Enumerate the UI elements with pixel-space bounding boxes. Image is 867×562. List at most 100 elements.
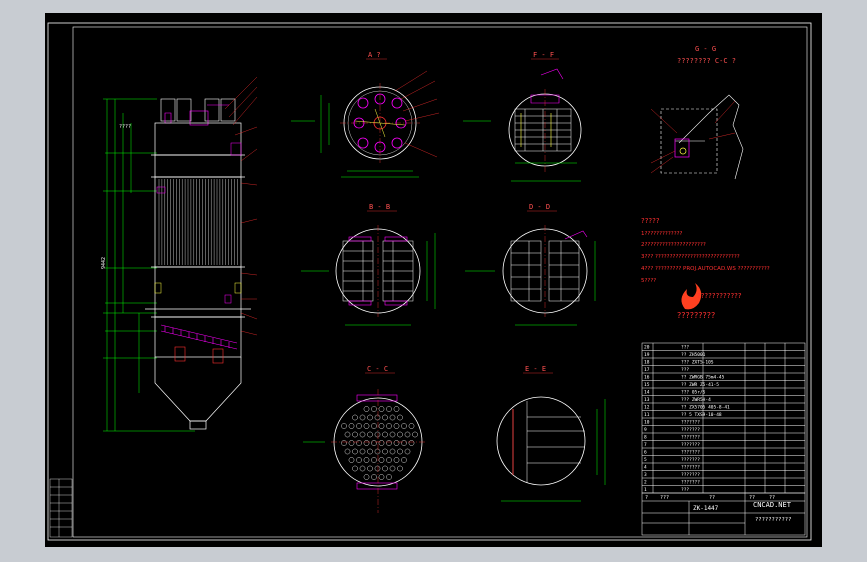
g-view-outline: [660, 94, 744, 180]
tube-hole: [386, 474, 392, 480]
title-block: [641, 492, 806, 536]
bom-row-name: ???????: [681, 472, 700, 478]
bom-row-name: ???????: [681, 420, 700, 426]
tube-hole: [356, 440, 362, 446]
tube-hole: [408, 440, 415, 446]
elevation-dimension-lines: [103, 98, 195, 432]
bom-row-number: 5: [644, 457, 647, 463]
section-f-view: F - F: [463, 51, 582, 182]
bom-row-name: ???????: [681, 457, 700, 463]
a-view-dims: [291, 95, 419, 178]
tube-hole: [352, 465, 358, 472]
tube-hole: [386, 440, 392, 446]
tube-hole: [389, 414, 396, 421]
tube-hole: [397, 465, 403, 472]
left-dimension-marks: ????: [119, 124, 131, 130]
bom-row-number: 20: [644, 345, 650, 351]
bom-row-number: 1: [644, 487, 647, 493]
tube-hole: [389, 431, 396, 438]
bom-row-number: 17: [644, 367, 650, 373]
f-view-grid: [514, 108, 572, 152]
company-name: CNCAD.NET: [753, 501, 792, 509]
flame-logo-icon: [681, 283, 702, 310]
bom-row-name: ??? ZWR5H-4: [681, 397, 711, 403]
tube-hole: [374, 414, 381, 421]
tube-hole: [363, 474, 370, 480]
bom-row-number: 18: [644, 360, 650, 366]
tube-hole: [389, 465, 396, 472]
section-b-view: B - B: [301, 203, 436, 326]
tube-hole: [401, 457, 407, 463]
view-g-title: G - G: [695, 45, 716, 53]
cad-drawing-canvas: 9442 ????: [47, 22, 812, 541]
tube-hole: [408, 423, 415, 429]
c-view-tube-sheet-holes: [341, 406, 418, 480]
bom-row-name: ???????: [681, 427, 700, 433]
tube-hole: [386, 406, 392, 412]
bom-row-name: ???????: [681, 465, 700, 471]
tube-hole: [348, 440, 355, 446]
header-no: ?: [645, 495, 648, 501]
tube-hole: [371, 423, 377, 429]
f-view-dims: [463, 120, 581, 182]
note-line-3: 3??? ?????????????????????????????: [641, 254, 740, 260]
tube-hole: [344, 448, 351, 455]
tube-hole: [397, 448, 403, 455]
b-view-dims: [301, 233, 436, 326]
tube-hole: [404, 448, 411, 455]
bom-row-number: 13: [644, 397, 650, 403]
tube-hole: [386, 423, 392, 429]
tube-hole: [371, 474, 377, 480]
company-logo: ???????????? ?????????: [677, 283, 742, 320]
view-d-title: D - D: [529, 203, 550, 211]
bom-row-name: ?? ZWRGB 75m4-45: [681, 375, 725, 381]
section-g-view: G - G ???????? C-C ?: [650, 45, 744, 180]
a-view-nozzles: [353, 93, 407, 153]
tube-hole: [356, 423, 362, 429]
bom-row-name: ???????: [681, 435, 700, 441]
bom-row-name: ?? ZWR Z5-41-5: [681, 382, 719, 388]
tube-hole: [359, 414, 366, 421]
view-f-title: F - F: [533, 51, 554, 59]
section-e-view: E - E: [496, 365, 606, 502]
notes-title: ?????: [641, 217, 660, 225]
bom-row-number: 11: [644, 412, 650, 418]
bom-row-number: 2: [644, 480, 647, 486]
bom-row-name: ???: [681, 487, 689, 493]
tube-hole: [378, 423, 385, 429]
bom-row-name: ?? 5 TXS9-10-48: [681, 412, 722, 418]
bom-row-number: 7: [644, 442, 647, 448]
bom-row-number: 15: [644, 382, 650, 388]
tube-hole: [374, 431, 381, 438]
tube-hole: [352, 431, 358, 438]
section-d-view: D - D: [465, 203, 596, 326]
bom-row-number: 6: [644, 450, 647, 456]
d-view-grid: [510, 240, 580, 302]
tube-hole: [382, 431, 388, 438]
tube-hole: [393, 406, 400, 412]
view-a-title: A ?: [368, 51, 381, 59]
tube-hole: [393, 457, 400, 463]
tube-hole: [382, 465, 388, 472]
note-line-5: 5????: [641, 278, 656, 284]
tube-hole: [378, 457, 385, 463]
bom-row-name: ???????: [681, 450, 700, 456]
e-view-baffles: [512, 401, 585, 483]
tube-hole: [367, 431, 373, 438]
bom-row-number: 14: [644, 390, 650, 396]
tube-hole: [352, 414, 358, 421]
tube-hole: [404, 431, 411, 438]
tube-hole: [393, 440, 400, 446]
top-filter-heads: [160, 98, 236, 126]
tube-hole: [374, 448, 381, 455]
a-view-leaders: [394, 70, 440, 158]
view-b-title: B - B: [369, 203, 390, 211]
tube-hole: [397, 414, 403, 421]
bom-row-name: ???????: [681, 442, 700, 448]
header-qty: ??: [749, 495, 755, 501]
tube-hole: [359, 465, 366, 472]
tube-hole: [352, 448, 358, 455]
tube-hole: [367, 414, 373, 421]
tube-hole: [412, 431, 418, 438]
